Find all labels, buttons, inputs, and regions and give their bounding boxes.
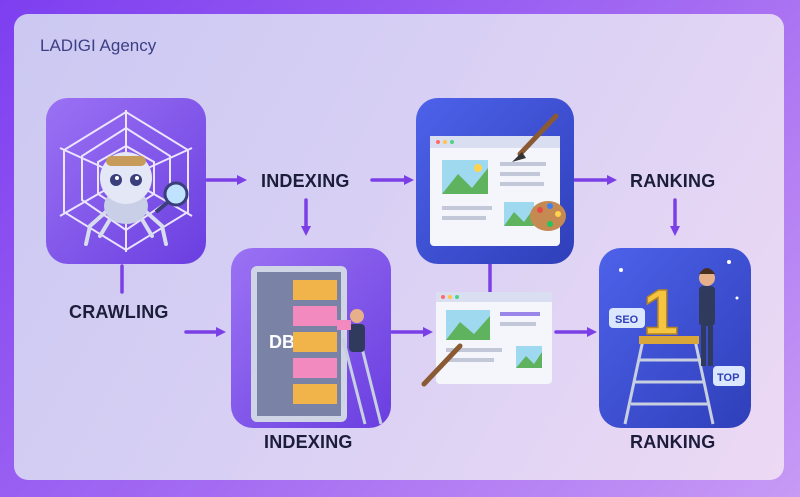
webpage-bottom-icon	[421, 292, 552, 387]
seo-text: SEO	[615, 314, 639, 326]
top-text: TOP	[717, 372, 739, 384]
business-woman-icon	[699, 268, 715, 366]
sparkle-icon	[619, 260, 739, 300]
label-indexing-top: INDEXING	[261, 171, 350, 191]
paint-brush-icon	[512, 113, 559, 162]
flow-arrows	[120, 175, 680, 337]
robot-spider-icon	[84, 152, 189, 246]
label-ranking-top: RANKING	[630, 171, 716, 191]
brand-title: LADIGI Agency	[40, 36, 157, 55]
database-shelf-tile: DB	[231, 248, 391, 428]
diagram-canvas: LADIGI Agency	[14, 14, 784, 480]
seo-badge: SEO	[609, 308, 645, 328]
webpage-design-tile	[416, 98, 574, 264]
ladder-person-icon	[337, 309, 383, 425]
label-crawling: CRAWLING	[69, 302, 169, 322]
ranking-podium-tile: 1 SEO TOP	[599, 248, 751, 428]
db-text: DB	[269, 332, 295, 352]
palette-icon	[530, 201, 566, 231]
crawling-spider-tile	[46, 98, 206, 264]
label-ranking-bottom: RANKING	[630, 432, 716, 452]
label-indexing-bottom: INDEXING	[264, 432, 353, 452]
podium-ladder-icon	[623, 339, 715, 425]
top-badge: TOP	[713, 366, 745, 386]
server-rack-icon: DB	[251, 266, 347, 422]
